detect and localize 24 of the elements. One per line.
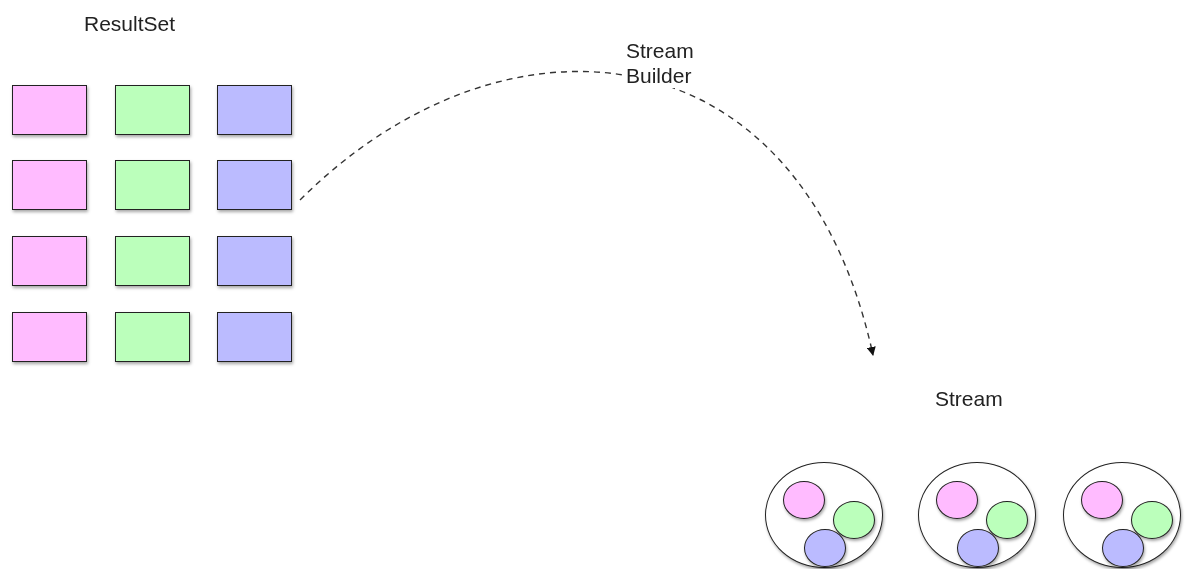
group-heading: ResultSet — [84, 12, 176, 36]
circle-shape — [957, 529, 999, 567]
cell-box — [115, 160, 190, 210]
circle-shape — [1102, 529, 1144, 567]
group-heading: Stream — [935, 387, 1003, 411]
cell-box — [217, 312, 292, 362]
cell-box — [12, 85, 87, 135]
cell-box — [12, 312, 87, 362]
cell-box — [12, 160, 87, 210]
circle-shape — [833, 501, 875, 539]
cell-box — [115, 312, 190, 362]
circle-shape — [1081, 481, 1123, 519]
cell-box — [217, 236, 292, 286]
cell-box — [115, 236, 190, 286]
circle-shape — [783, 481, 825, 519]
cell-box — [217, 160, 292, 210]
circle-shape — [936, 481, 978, 519]
circle-shape — [1131, 501, 1173, 539]
dashed-arrow — [299, 70, 875, 356]
cell-box — [12, 236, 87, 286]
cell-box — [217, 85, 292, 135]
circle-shape — [804, 529, 846, 567]
circle-shape — [986, 501, 1028, 539]
cell-box — [115, 85, 190, 135]
